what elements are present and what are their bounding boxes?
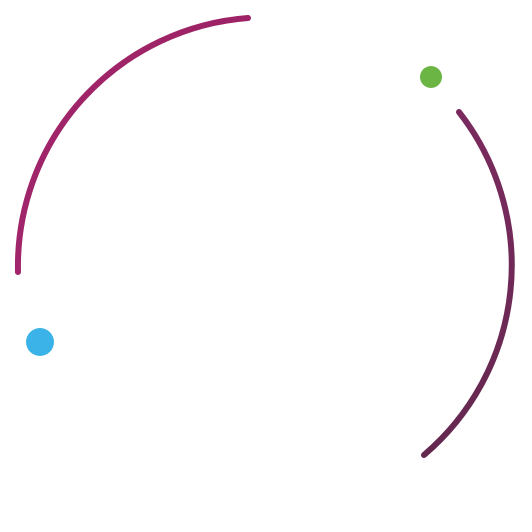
arc-upper-left — [14, 15, 251, 275]
dot-green — [420, 66, 442, 88]
arc-right — [421, 109, 515, 458]
dot-blue — [26, 328, 54, 356]
